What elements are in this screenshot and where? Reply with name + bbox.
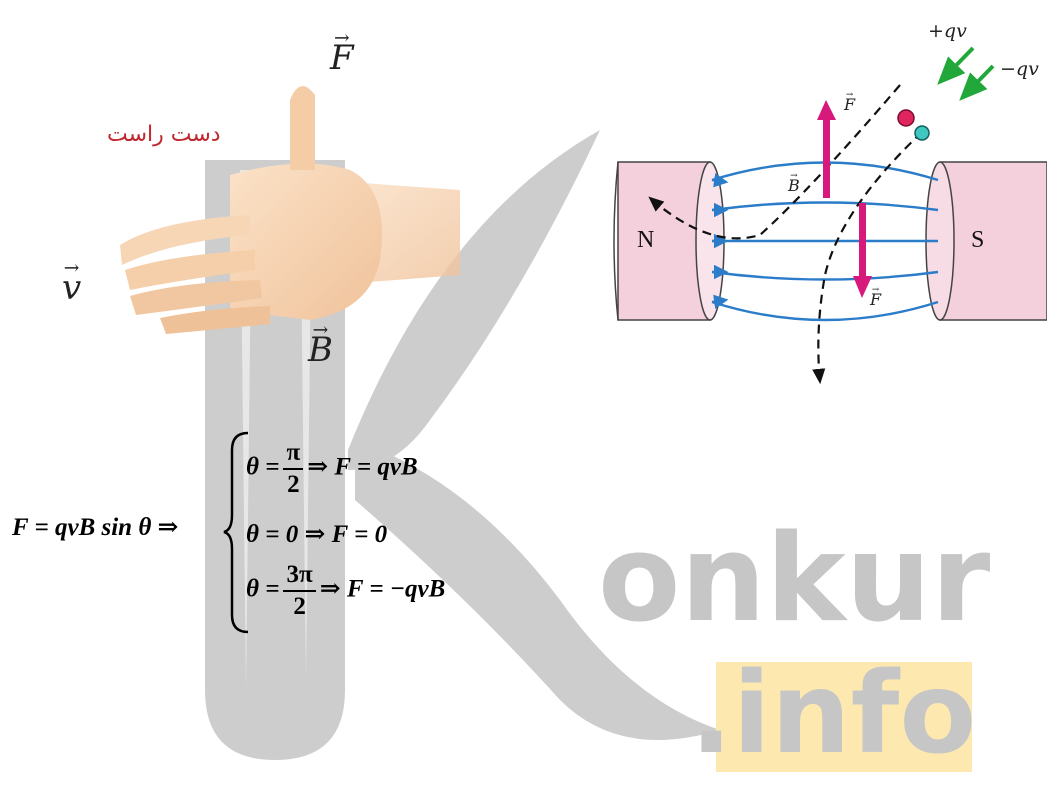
negative-charge-path	[812, 131, 923, 385]
watermark-word: onkur	[598, 510, 991, 649]
equation-lhs: F = qvB sin θ ⇒	[12, 514, 179, 541]
hand-label-v: v	[62, 258, 81, 308]
magnet-label-F-top: F	[844, 90, 855, 114]
pole-north: N	[637, 227, 655, 253]
label-minus-qv: −qv	[1000, 58, 1039, 80]
magnet-label-F-bottom: F	[870, 285, 881, 309]
pole-south: S	[971, 227, 985, 253]
equation-brace	[223, 431, 249, 634]
velocity-arrow-negative	[959, 64, 995, 101]
hand-label-B: B	[308, 320, 333, 370]
label-plus-qv: +qv	[928, 20, 967, 42]
magnet-field-diagram	[613, 46, 1047, 385]
force-arrow-down	[853, 203, 872, 298]
north-magnet	[613, 161, 725, 321]
velocity-arrow-positive	[937, 46, 975, 85]
positive-charge-path	[648, 84, 901, 240]
positive-charge	[897, 109, 915, 127]
south-magnet	[925, 161, 1047, 321]
hand-label-F: F	[330, 28, 354, 78]
magnet-label-B: B	[788, 171, 800, 195]
equation-case-2: θ = 0 ⇒ F = 0	[246, 521, 388, 548]
hand-caption: دست راست	[107, 122, 221, 147]
watermark-box	[716, 662, 972, 772]
watermark-suffix: .info	[690, 649, 977, 779]
right-hand-illustration	[120, 86, 460, 334]
force-arrow-up	[817, 100, 836, 198]
negative-charge	[914, 125, 930, 141]
